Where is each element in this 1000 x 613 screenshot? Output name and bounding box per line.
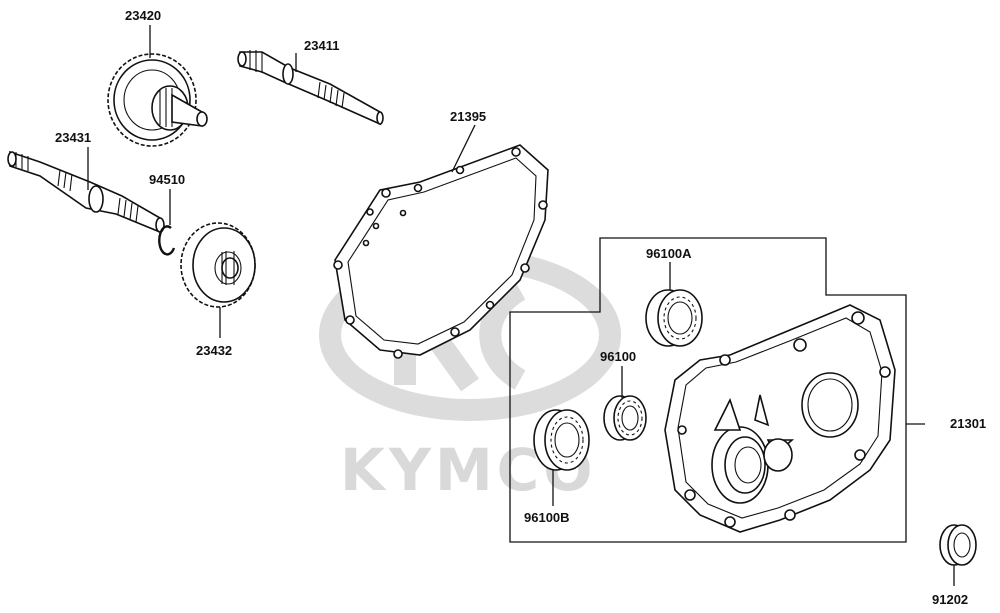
cover-21301[interactable] — [664, 304, 896, 533]
bearing-96100B[interactable] — [533, 409, 590, 471]
bearing-96100A[interactable] — [645, 289, 703, 347]
part-label-21301: 21301 — [950, 416, 986, 431]
circlip-94510[interactable] — [158, 225, 176, 256]
bearing-96100[interactable] — [603, 395, 647, 441]
part-label-96100: 96100 — [600, 349, 636, 364]
leader-21395 — [451, 124, 476, 173]
shaft-23411[interactable] — [237, 50, 384, 126]
part-label-23420: 23420 — [125, 8, 161, 23]
shaft-23431[interactable] — [7, 150, 165, 234]
group-frame — [509, 237, 907, 543]
part-label-23411: 23411 — [304, 38, 339, 53]
seal-91202[interactable] — [939, 524, 977, 566]
part-label-23431: 23431 — [55, 130, 91, 145]
part-label-21395: 21395 — [450, 109, 486, 124]
part-label-91202: 91202 — [932, 592, 968, 607]
part-label-94510: 94510 — [149, 172, 185, 187]
part-label-96100B: 96100B — [524, 510, 570, 525]
gear-23432[interactable] — [180, 222, 256, 308]
part-label-23432: 23432 — [196, 343, 232, 358]
gear-23420[interactable] — [107, 53, 208, 147]
part-label-96100A: 96100A — [646, 246, 692, 261]
gasket-21395[interactable] — [333, 144, 549, 359]
